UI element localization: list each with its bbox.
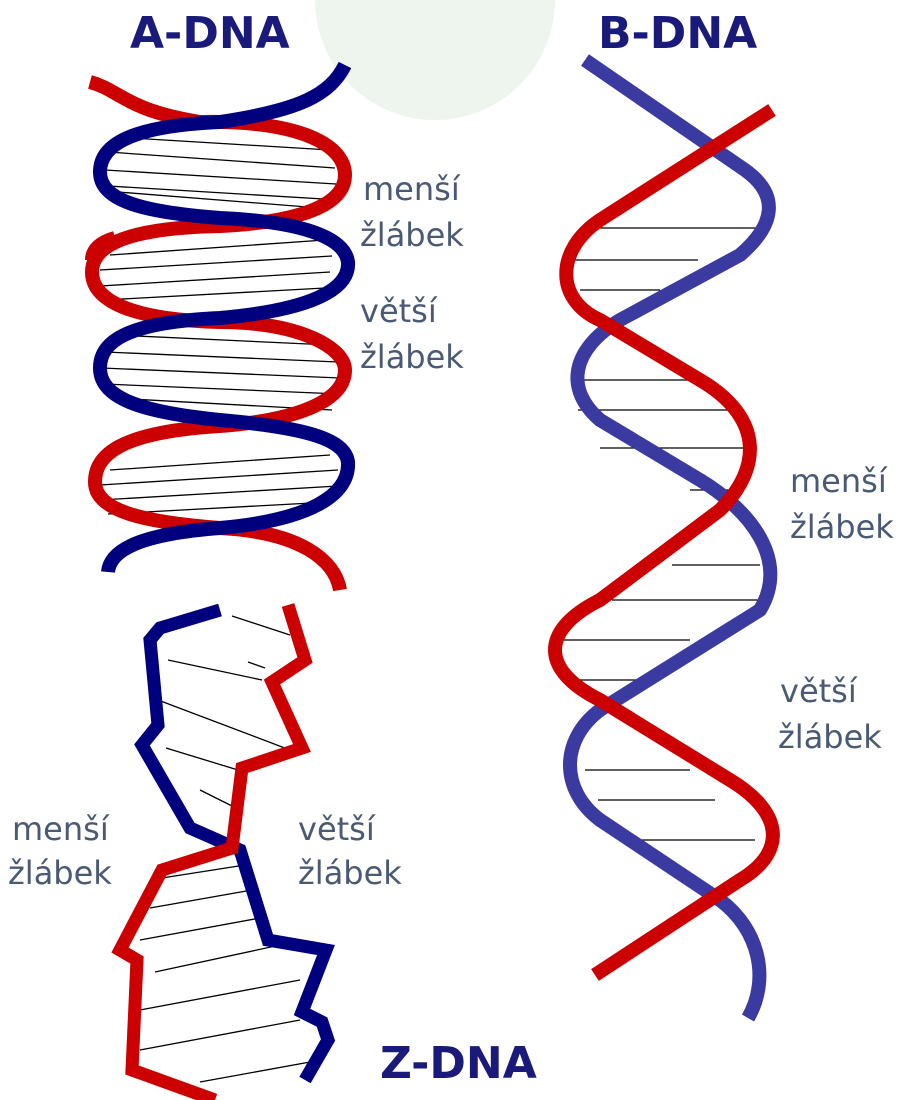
background-decoration <box>315 0 555 120</box>
a-dna-major-groove-label-line1: větší <box>360 292 438 330</box>
b-dna-title: B-DNA <box>598 8 757 59</box>
a-dna-major-groove-label-line2: žlábek <box>360 338 464 376</box>
z-dna-minor-groove-label-line2: žlábek <box>8 854 112 892</box>
b-dna-helix <box>555 60 773 1018</box>
a-dna-helix <box>90 65 348 590</box>
b-dna-minor-groove-label-line2: žlábek <box>790 508 894 546</box>
z-dna-major-groove-label-line1: větší <box>298 810 376 848</box>
b-dna-major-groove-label-line1: větší <box>780 672 858 710</box>
b-dna-major-groove-label-line2: žlábek <box>778 718 882 756</box>
a-dna-minor-groove-label-line2: žlábek <box>360 216 464 254</box>
b-dna-red-strand <box>555 110 773 975</box>
z-dna-helix <box>120 605 328 1100</box>
z-dna-minor-groove-label-line1: menší <box>12 810 110 848</box>
b-dna-minor-groove-label-line1: menší <box>790 462 888 500</box>
a-dna-minor-groove-label-line1: menší <box>363 170 461 208</box>
z-dna-major-groove-label-line2: žlábek <box>298 854 402 892</box>
a-dna-title: A-DNA <box>130 8 290 59</box>
z-dna-title: Z-DNA <box>380 1038 537 1089</box>
